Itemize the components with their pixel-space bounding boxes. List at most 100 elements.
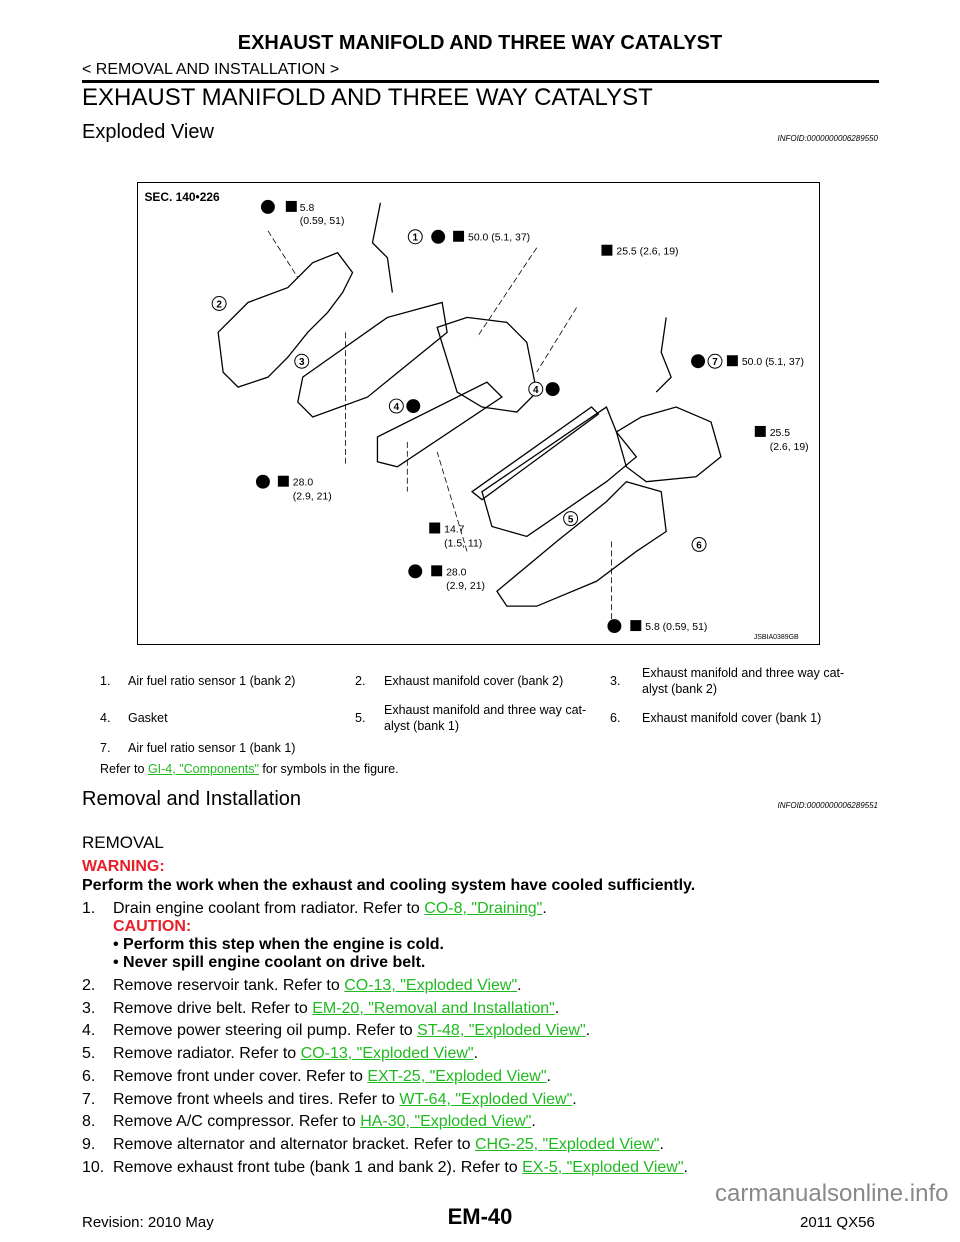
period: .: [542, 900, 547, 917]
torque-wrench-icon: [726, 355, 738, 367]
step-1: 1.Drain engine coolant from radiator. Re…: [82, 900, 547, 918]
period: .: [585, 1022, 591, 1040]
removal-installation-heading: Removal and Installation: [82, 788, 302, 810]
manifold-cover-bank2: [217, 251, 354, 388]
legend-number: 2.: [355, 674, 366, 688]
step-9: 9. Remove alternator and alternator brack…: [82, 1136, 664, 1154]
gasket-bank2: [376, 381, 503, 468]
catalyst-bank2: [436, 316, 538, 413]
step-2: 2.Remove reservoir tank. Refer to CO-13,…: [82, 977, 522, 995]
torque-wrench-icon: [630, 620, 642, 632]
watermark: carmanualsonline.info: [715, 1180, 949, 1207]
period: .: [572, 1090, 577, 1108]
torque-label: 5.8: [300, 203, 315, 214]
footer-revision: Revision: 2010 May: [82, 1214, 214, 1231]
removal-subheading: REMOVAL: [82, 833, 164, 852]
do-not-reuse-icon: [431, 229, 446, 244]
removal-installation-infoid: INFOID:0000000006289551: [777, 801, 878, 810]
legend-text: Exhaust manifold and three way cat-: [384, 703, 587, 717]
step-number: 5.: [82, 1045, 96, 1063]
reference-text: Refer to: [100, 762, 148, 776]
step-text: Remove alternator and alternator bracket…: [113, 1135, 475, 1153]
callout-number: 3: [299, 357, 305, 368]
period: .: [517, 977, 522, 994]
period: .: [659, 1135, 664, 1153]
caution-text: Never spill engine coolant on drive belt…: [123, 954, 426, 971]
step-number: 9.: [82, 1135, 96, 1153]
step-number: 7.: [82, 1090, 96, 1108]
do-not-reuse-icon: [545, 382, 560, 397]
exploded-view-heading: Exploded View: [82, 121, 214, 143]
step-text: Remove A/C compressor. Refer to: [113, 1113, 361, 1131]
legend-number: 4.: [100, 711, 111, 725]
step-link[interactable]: EM-20, "Removal and Installation": [312, 999, 555, 1017]
step-text: Remove front under cover. Refer to: [113, 1067, 368, 1085]
step-link[interactable]: EX-5, "Exploded View": [522, 1158, 684, 1176]
torque-label: 50.0 (5.1, 37): [742, 357, 804, 368]
period: .: [531, 1113, 536, 1131]
legend-text: Exhaust manifold cover (bank 2): [384, 674, 564, 688]
step-4: 4.Remove power steering oil pump. Refer …: [82, 1022, 590, 1040]
do-not-reuse-icon: [406, 399, 421, 414]
figure-code: JSBIA0389GB: [754, 634, 799, 641]
step-number: 8.: [82, 1113, 96, 1131]
legend-number: 1.: [100, 674, 111, 688]
legend-text: Gasket: [128, 711, 168, 725]
torque-label: (2.9, 21): [293, 492, 332, 503]
torque-label: 25.5 (2.6, 19): [616, 247, 678, 258]
callout-number: 1: [413, 233, 419, 244]
sensor-bank1-wire: [655, 317, 672, 393]
step-3: 3.Remove drive belt. Refer to EM-20, "Re…: [82, 1000, 559, 1018]
catalyst-bank1: [615, 406, 722, 483]
callouts: 1 2 3 4 4 5 6 7: [211, 229, 723, 552]
period: .: [473, 1045, 479, 1063]
step-link[interactable]: CO-8, "Draining": [424, 900, 543, 917]
caution-text: Perform this step when the engine is col…: [123, 936, 444, 953]
exploded-view-infoid: INFOID:0000000006289550: [777, 134, 878, 143]
step-text: Drain engine coolant from radiator. Refe…: [113, 900, 425, 917]
do-not-reuse-icon: [408, 564, 423, 579]
step-link[interactable]: CO-13, "Exploded View": [300, 1045, 474, 1063]
footer-page-number: EM-40: [447, 1204, 513, 1229]
callout-number: 6: [696, 540, 702, 551]
step-link[interactable]: CHG-25, "Exploded View": [474, 1135, 660, 1153]
period: .: [546, 1067, 551, 1085]
step-link[interactable]: ST-48, "Exploded View": [417, 1022, 586, 1040]
legend-number: 5.: [355, 711, 366, 725]
torque-label: (2.9, 21): [446, 581, 485, 592]
exploded-view-diagram: SEC. 140•226 5.8 (0.59, 51) 50.0 (5.1, 3…: [137, 182, 820, 645]
step-link[interactable]: EXT-25, "Exploded View": [367, 1067, 547, 1085]
step-text: Remove reservoir tank. Refer to: [113, 977, 345, 994]
step-link[interactable]: WT-64, "Exploded View": [399, 1090, 573, 1108]
legend-text: Air fuel ratio sensor 1 (bank 2): [128, 674, 296, 688]
step-link[interactable]: CO-13, "Exploded View": [344, 977, 518, 994]
component-drawings: [217, 202, 722, 622]
caution-item: • Never spill engine coolant on drive be…: [113, 954, 426, 971]
step-number: 4.: [82, 1022, 96, 1040]
torque-labels: 5.8 (0.59, 51) 50.0 (5.1, 37) 25.5 (2.6,…: [293, 203, 809, 633]
torque-wrench-icon: [285, 200, 297, 212]
step-number: 10.: [82, 1158, 105, 1176]
step-text: Remove exhaust front tube (bank 1 and ba…: [113, 1158, 523, 1176]
torque-label: 28.0: [446, 567, 467, 578]
callout-number: 7: [712, 357, 718, 368]
torque-label: (1.5, 11): [444, 538, 482, 549]
step-8: 8. Remove A/C compressor. Refer to HA-30,…: [82, 1113, 536, 1131]
step-7: 7.Remove front wheels and tires. Refer t…: [82, 1091, 577, 1109]
step-5: 5.Remove radiator. Refer to CO-13, "Expl…: [82, 1045, 478, 1063]
manifold-bank1: [481, 406, 638, 538]
torque-wrench-icon: [431, 565, 443, 577]
legend-text: alyst (bank 2): [642, 682, 718, 696]
manifold-bank2: [297, 301, 448, 418]
period: .: [683, 1158, 688, 1176]
caution-label: CAUTION:: [113, 918, 192, 935]
step-link[interactable]: HA-30, "Exploded View": [360, 1113, 532, 1131]
torque-label: (0.59, 51): [300, 216, 345, 227]
torque-wrench-icon: [429, 522, 441, 534]
page-title: EXHAUST MANIFOLD AND THREE WAY CATALYST: [82, 84, 653, 111]
caution-item: • Perform this step when the engine is c…: [113, 936, 444, 953]
do-not-reuse-icon: [260, 199, 275, 214]
gi-4-components-link[interactable]: GI-4, "Components": [147, 762, 259, 776]
legend-text: alyst (bank 1): [384, 719, 460, 733]
torque-label: 25.5: [770, 428, 791, 439]
